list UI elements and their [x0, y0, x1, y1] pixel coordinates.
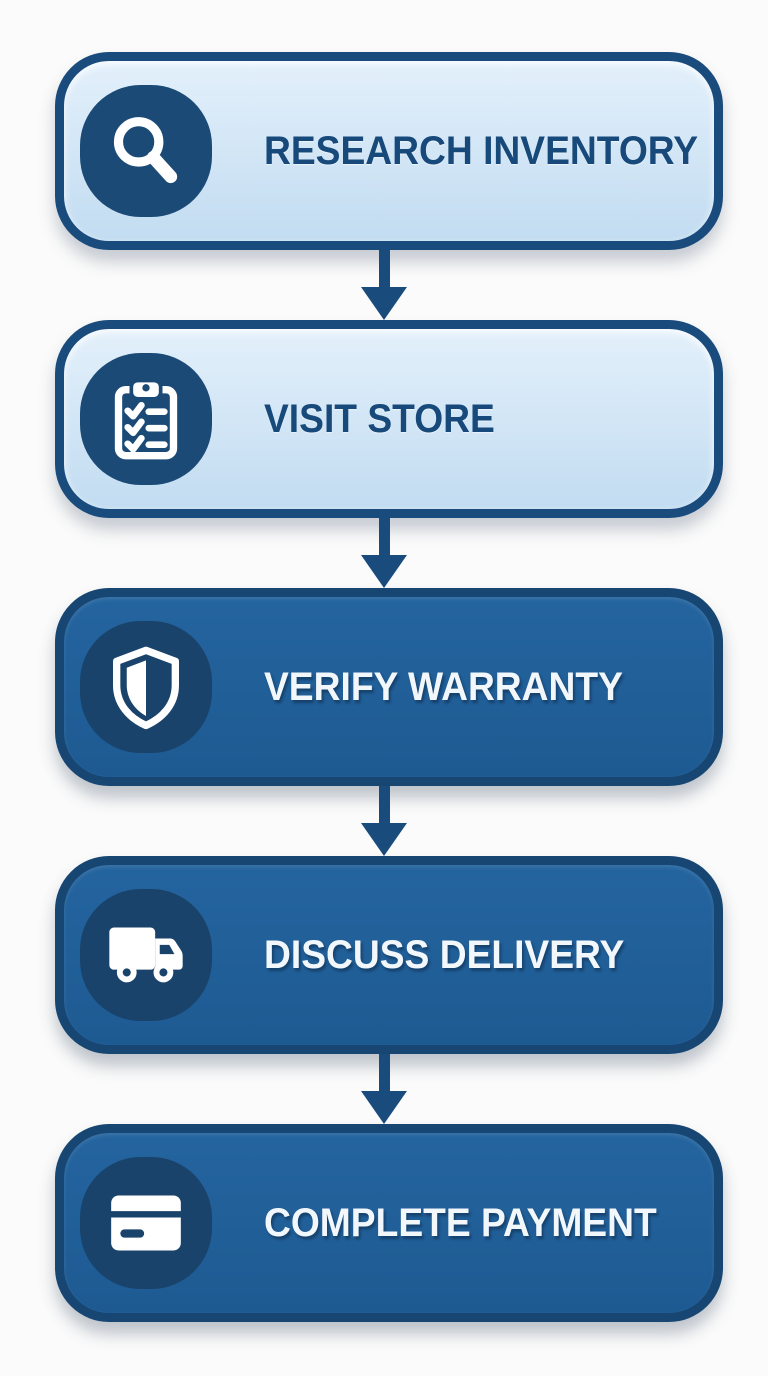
flow-arrow-down-icon [0, 786, 768, 856]
step-research-inventory: RESEARCH INVENTORY [55, 52, 723, 250]
delivery-truck-icon [80, 889, 212, 1021]
credit-card-icon [80, 1157, 212, 1289]
step-label: VISIT STORE [264, 396, 495, 441]
step-label: COMPLETE PAYMENT [264, 1200, 657, 1245]
step-label: DISCUSS DELIVERY [264, 932, 625, 977]
flow-arrow-down-icon [0, 1054, 768, 1124]
step-visit-store: VISIT STORE [55, 320, 723, 518]
step-complete-payment: COMPLETE PAYMENT [55, 1124, 723, 1322]
process-flow-diagram: RESEARCH INVENTORY VISIT STORE [0, 52, 768, 1322]
step-discuss-delivery: DISCUSS DELIVERY [55, 856, 723, 1054]
magnifier-icon [80, 85, 212, 217]
clipboard-checklist-icon [80, 353, 212, 485]
flow-arrow-down-icon [0, 518, 768, 588]
shield-icon [80, 621, 212, 753]
step-verify-warranty: VERIFY WARRANTY [55, 588, 723, 786]
step-label: VERIFY WARRANTY [264, 664, 623, 709]
step-label: RESEARCH INVENTORY [264, 128, 699, 173]
flow-arrow-down-icon [0, 250, 768, 320]
